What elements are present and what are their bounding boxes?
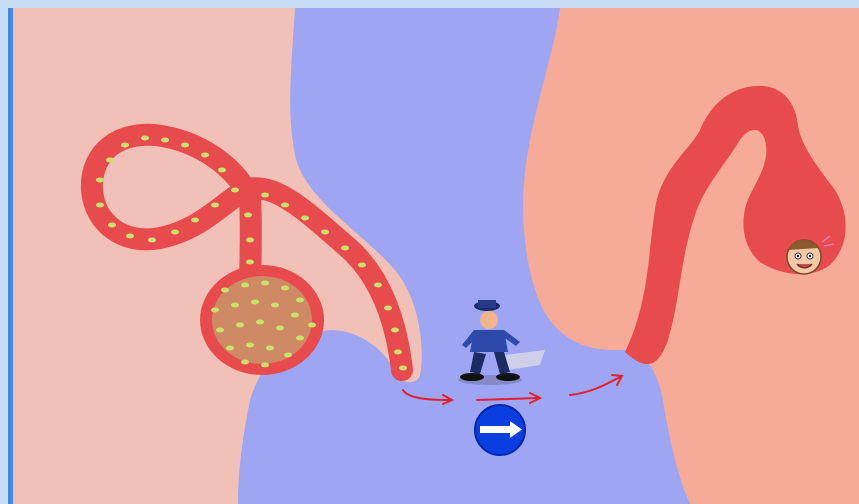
one-way-road-sign-icon <box>475 405 525 455</box>
frame-left-border <box>8 8 13 504</box>
